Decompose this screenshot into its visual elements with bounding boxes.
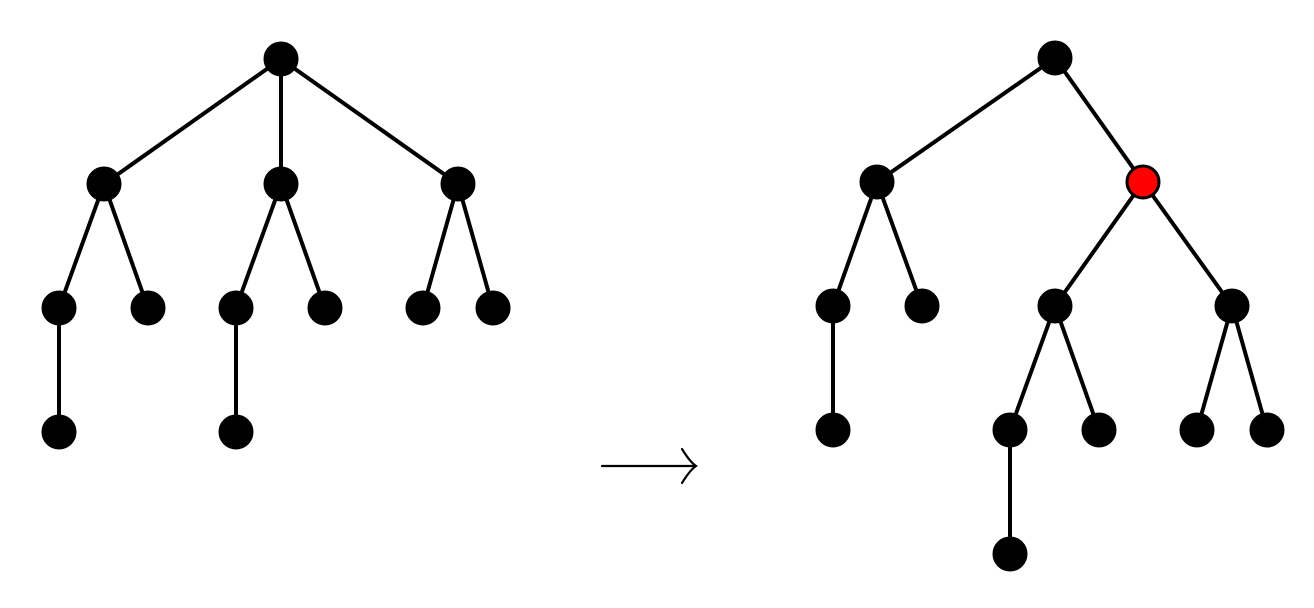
right-tree-node-a1x [815, 412, 851, 448]
right-tree-edge-b-b2 [1053, 304, 1101, 432]
right-tree-node-c1 [1179, 412, 1215, 448]
right-tree-node-a [859, 164, 895, 200]
left-tree-node-c2 [475, 290, 511, 326]
right-tree-nodes [815, 40, 1285, 572]
left-tree-node-b2 [307, 290, 343, 326]
left-tree-node-root [263, 41, 299, 77]
left-tree-node-a [86, 166, 122, 202]
left-tree-edge-b-b1 [234, 182, 283, 310]
right-arrow-icon [600, 447, 698, 485]
left-tree-node-a1 [41, 290, 77, 326]
left-tree-nodes [41, 41, 511, 450]
right-tree-node-b1 [992, 412, 1028, 448]
right-tree-edge-root-m [1053, 56, 1145, 184]
right-tree-edge-c-c2 [1230, 304, 1269, 432]
left-tree-node-b [263, 166, 299, 202]
right-tree-edge-a-a1 [831, 180, 879, 308]
right-tree-edge-c-c1 [1195, 304, 1234, 432]
right-tree-edge-root-a [875, 56, 1057, 184]
right-tree-node-m-highlighted [1125, 164, 1161, 200]
right-tree-node-b2 [1081, 412, 1117, 448]
left-tree-node-b1x [218, 414, 254, 450]
left-tree-node-c1 [405, 290, 441, 326]
left-tree [41, 41, 511, 450]
right-tree-edge-b-b1 [1008, 304, 1057, 432]
left-tree-node-a1x [41, 414, 77, 450]
right-tree-node-c [1214, 288, 1250, 324]
right-tree-node-c2 [1249, 412, 1285, 448]
right-tree [815, 40, 1285, 572]
left-tree-node-b1 [218, 290, 254, 326]
left-tree-edge-c-c1 [421, 182, 460, 310]
left-tree-edge-a-a1 [57, 182, 106, 310]
left-tree-edge-root-c [279, 57, 460, 186]
left-tree-node-a2 [130, 290, 166, 326]
left-tree-edges [57, 57, 495, 434]
left-tree-edge-a-a2 [102, 182, 150, 310]
right-tree-node-a2 [904, 288, 940, 324]
right-tree-node-b [1037, 288, 1073, 324]
arrow-head [680, 447, 698, 485]
right-tree-edges [831, 56, 1269, 556]
right-tree-node-root [1037, 40, 1073, 76]
right-tree-edge-m-c [1141, 180, 1234, 308]
right-tree-node-a1 [815, 288, 851, 324]
right-tree-node-b1x [992, 536, 1028, 572]
left-tree-edge-c-c2 [456, 182, 495, 310]
left-tree-node-c [440, 166, 476, 202]
left-tree-edge-b-b2 [279, 182, 327, 310]
right-tree-edge-a-a2 [875, 180, 924, 308]
left-tree-edge-root-a [102, 57, 283, 186]
right-tree-edge-m-b [1053, 180, 1145, 308]
